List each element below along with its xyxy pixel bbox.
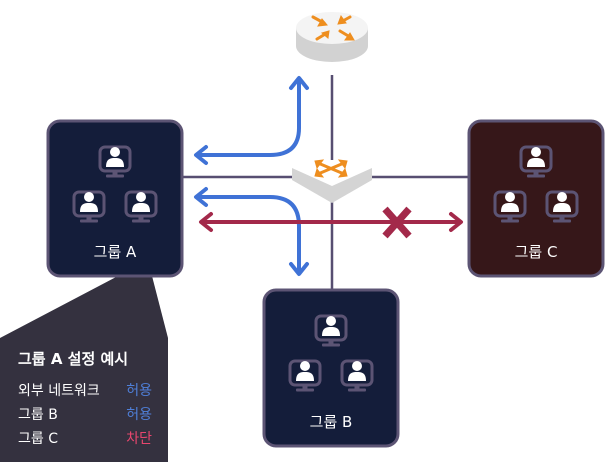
callout-row-group-b: 그룹 B 허용 [18, 403, 152, 427]
router-icon [296, 12, 368, 62]
callout-row-external: 외부 네트워크 허용 [18, 379, 152, 403]
blocked-x-icon [382, 206, 412, 239]
allow-arrow-external [194, 76, 309, 165]
allow-arrow-group-b [194, 187, 309, 276]
deny-arrow-group-c [199, 212, 463, 232]
callout-pointer [0, 276, 168, 338]
rule-status: 차단 [126, 431, 152, 447]
rule-label: 그룹 C [18, 431, 58, 447]
rule-status: 허용 [126, 407, 152, 423]
rule-label: 외부 네트워크 [18, 383, 100, 399]
group-b-node[interactable] [262, 288, 400, 448]
group-a-node[interactable] [46, 119, 184, 278]
group-label-a: 그룹 A [93, 243, 137, 261]
rule-status: 허용 [126, 383, 152, 399]
switch-icon [292, 159, 372, 203]
settings-callout: 그룹 A 설정 예시 외부 네트워크 허용 그룹 B 허용 그룹 C 차단 [0, 338, 168, 462]
callout-row-group-c: 그룹 C 차단 [18, 427, 152, 451]
group-label-b: 그룹 B [309, 413, 353, 431]
rule-label: 그룹 B [18, 407, 58, 423]
group-label-c: 그룹 C [514, 243, 558, 261]
callout-title: 그룹 A 설정 예시 [18, 350, 129, 368]
group-c-node[interactable] [467, 119, 605, 278]
